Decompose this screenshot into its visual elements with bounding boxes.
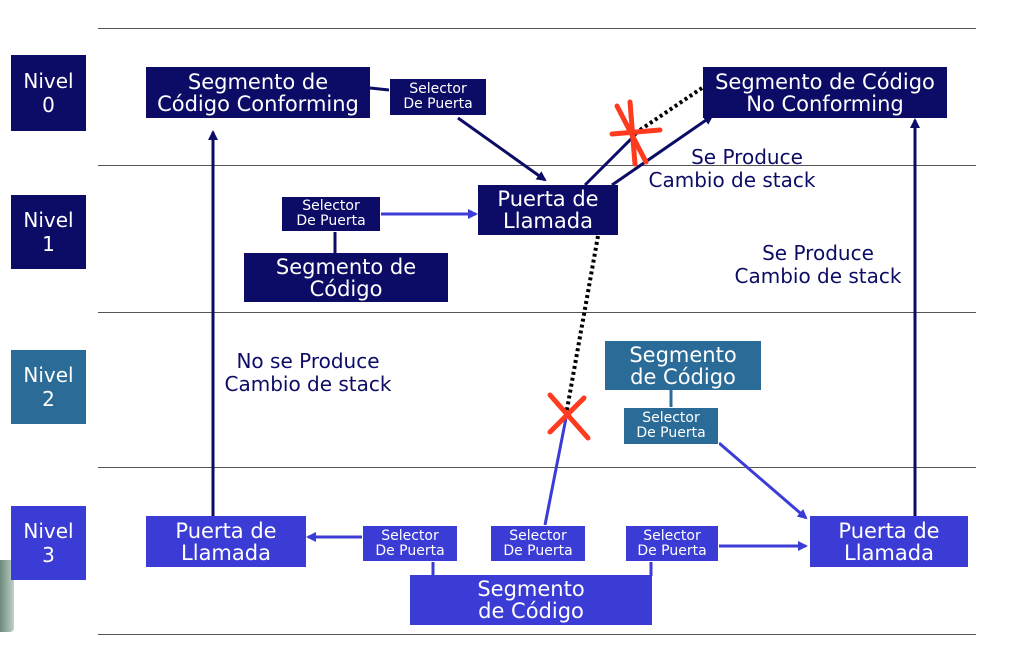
level-1-label: Nivel 1	[11, 195, 86, 269]
gate-selector-level3-c-line1: Selector	[643, 527, 701, 544]
call-gate-level3-left: Puerta de Llamada	[146, 516, 306, 567]
gate-selector-level3-b: Selector De Puerta	[490, 525, 586, 562]
nonconforming-segment-line2: No Conforming	[746, 91, 904, 116]
level-0-label: Nivel 0	[11, 55, 86, 131]
decorative-image-fragment	[0, 560, 14, 632]
gate-selector-level3-b-line1: Selector	[509, 527, 567, 544]
call-gate-level3-right: Puerta de Llamada	[810, 516, 968, 567]
level-2-label: Nivel 2	[11, 350, 86, 424]
note-no-stack-change: No se Produce Cambio de stack	[208, 350, 408, 396]
note-stack-change-right-line2: Cambio de stack	[734, 264, 902, 288]
code-segment-level3-line2: de Código	[478, 599, 584, 623]
gate-selector-level3-b-line2: De Puerta	[503, 542, 573, 559]
separator-line-2-3	[98, 467, 976, 468]
level-3-label: Nivel 3	[11, 506, 86, 580]
separator-line-0-1	[98, 165, 976, 166]
note-no-stack-change-line2: Cambio de stack	[224, 372, 392, 396]
level-1-number: 1	[42, 232, 55, 256]
code-segment-level2-line2: de Código	[630, 364, 736, 389]
call-gate-right-line2: Llamada	[844, 540, 934, 565]
level-1-word: Nivel	[23, 208, 74, 232]
nonconforming-code-segment: Segmento de Código No Conforming	[703, 67, 947, 118]
call-gate-left-line2: Llamada	[181, 540, 271, 565]
gate-selector-level0-line2: De Puerta	[403, 96, 473, 112]
nonconforming-segment-line1: Segmento de Código	[715, 69, 935, 94]
separator-line-top	[98, 28, 976, 29]
note-stack-change-right: Se Produce Cambio de stack	[718, 242, 918, 288]
code-segment-level1-line2: Código	[309, 276, 383, 301]
gate-selector-level1-line2: De Puerta	[296, 213, 366, 229]
level-3-number: 3	[42, 543, 55, 567]
note-stack-change-right-line1: Se Produce	[762, 241, 874, 265]
conforming-code-segment: Segmento de Código Conforming	[146, 67, 370, 118]
gate-selector-level2-line1: Selector	[642, 410, 700, 426]
code-segment-level3-line1: Segmento	[477, 577, 585, 601]
blocked-x-mark-top	[609, 99, 663, 167]
code-segment-level2: Segmento de Código	[605, 341, 761, 390]
call-gate-left-line1: Puerta de	[175, 518, 277, 543]
gate-selector-level3-c: Selector De Puerta	[625, 525, 719, 562]
gate-selector-level2: Selector De Puerta	[623, 407, 719, 445]
code-segment-level1-line1: Segmento de	[275, 254, 417, 279]
blocked-x-mark-bottom	[547, 392, 591, 441]
call-gate-level1-line2: Llamada	[503, 209, 593, 233]
link-conforming-selector	[369, 86, 390, 92]
code-segment-level3: Segmento de Código	[410, 575, 652, 625]
level-0-word: Nivel	[23, 69, 74, 93]
level-3-word: Nivel	[23, 519, 74, 543]
code-segment-level1: Segmento de Código	[244, 253, 448, 302]
gate-selector-level0-line1: Selector	[409, 81, 467, 97]
gate-selector-level3-c-line2: De Puerta	[637, 542, 707, 559]
call-gate-level1-line1: Puerta de	[497, 187, 599, 211]
separator-line-bottom	[98, 634, 976, 635]
note-no-stack-change-line1: No se Produce	[236, 349, 380, 373]
gate-selector-level3-a-line1: Selector	[381, 527, 439, 544]
gate-selector-level0: Selector De Puerta	[389, 78, 487, 116]
conforming-segment-line2: Código Conforming	[157, 91, 359, 116]
separator-line-1-2	[98, 312, 976, 313]
note-stack-change-top-line2: Cambio de stack	[648, 168, 816, 192]
dotted-blocked-path-top	[638, 86, 704, 132]
gate-selector-level1: Selector De Puerta	[281, 196, 381, 232]
gate-selector-level2-line2: De Puerta	[636, 425, 706, 441]
arrow-selector3b-up	[543, 417, 568, 526]
gate-selector-level1-line1: Selector	[302, 198, 360, 214]
level-2-number: 2	[42, 387, 55, 411]
level-2-word: Nivel	[23, 363, 74, 387]
gate-selector-level3-a-line2: De Puerta	[375, 542, 445, 559]
note-stack-change-top-line1: Se Produce	[691, 145, 803, 169]
arrow-selector2-to-gate3right	[718, 441, 808, 520]
call-gate-level1: Puerta de Llamada	[478, 185, 618, 235]
gate-selector-level3-a: Selector De Puerta	[362, 525, 458, 562]
arrow-gate1-to-nonconforming	[611, 114, 714, 187]
conforming-segment-line1: Segmento de	[187, 69, 329, 94]
level-0-number: 0	[42, 93, 55, 117]
arrow-selector0-to-gate1	[457, 116, 547, 182]
dotted-blocked-path-middle	[564, 235, 600, 416]
call-gate-right-line1: Puerta de	[838, 518, 940, 543]
code-segment-level2-line1: Segmento	[629, 342, 737, 367]
note-stack-change-top: Se Produce Cambio de stack	[632, 146, 832, 192]
